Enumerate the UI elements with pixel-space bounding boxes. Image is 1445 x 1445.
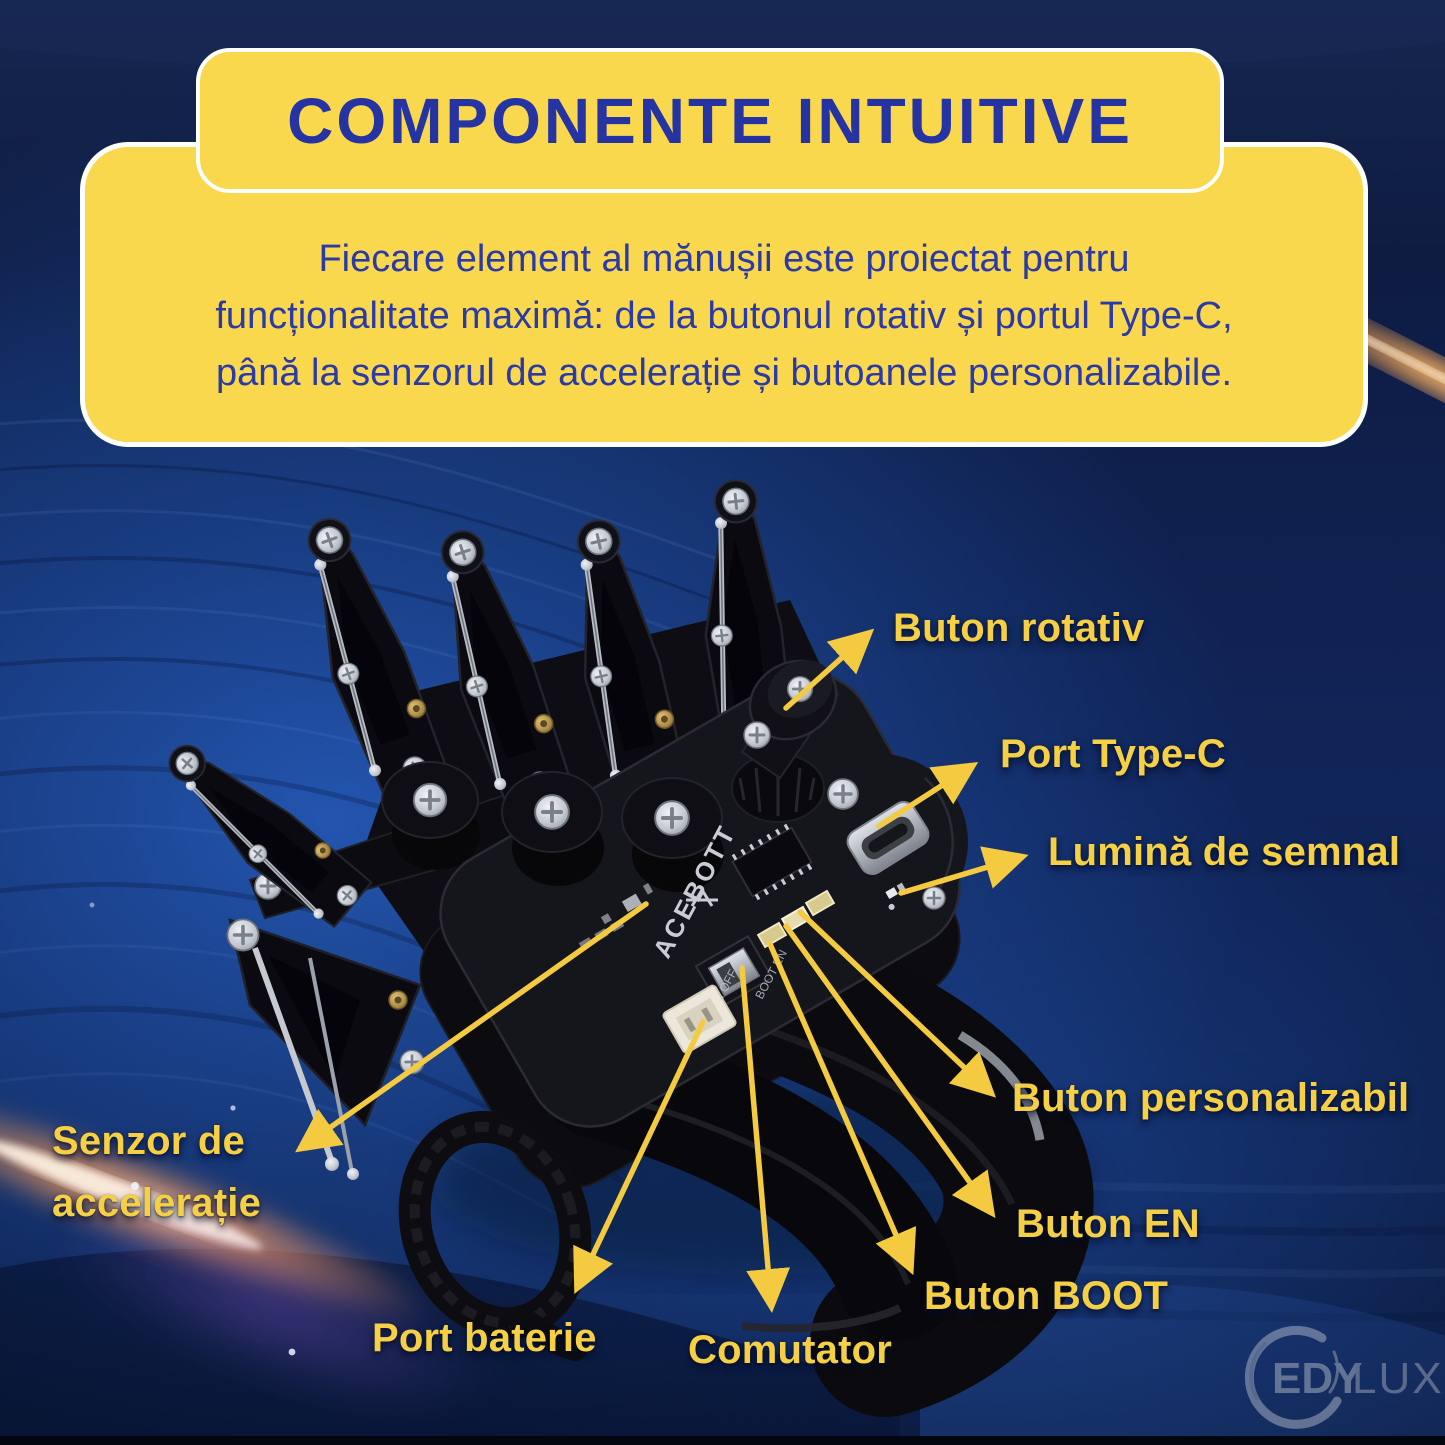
label-senzor-line-2: accelerație (52, 1181, 262, 1225)
bottom-strip (0, 1436, 1445, 1445)
intro-line-3: până la senzorul de accelerație și butoa… (215, 352, 1233, 394)
title-banner: COMPONENTE INTUITIVE (196, 48, 1224, 193)
label-buton-boot: Buton BOOT (924, 1274, 1169, 1318)
logo-text-edy: EDY (1272, 1354, 1362, 1403)
logo-text-lux: LUX (1352, 1354, 1444, 1403)
finger-loop-strap (398, 1110, 592, 1361)
arrow-comutator (739, 965, 791, 1313)
arrow-port-type-c (876, 762, 979, 829)
knuckle-actuators (381, 761, 724, 892)
edylux-logo: EDY LUX (1244, 1325, 1444, 1429)
label-comutator: Comutator (688, 1328, 893, 1372)
arrow-lumina-semnal (898, 846, 1029, 896)
arrow-port-baterie (573, 1019, 706, 1294)
label-senzor-acceleratie: Senzor de accelerație (52, 1110, 261, 1234)
battery-connector (662, 984, 737, 1054)
intro-text: Fiecare element al mănușii este proiecta… (80, 231, 1368, 402)
callout-arrows (295, 628, 1029, 1313)
label-port-type-c: Port Type-C (1000, 732, 1226, 776)
arrow-buton-personalizabil (797, 909, 996, 1098)
label-lumina-semnal: Lumină de semnal (1048, 830, 1401, 874)
page-title: COMPONENTE INTUITIVE (287, 84, 1133, 157)
arrow-buton-en (783, 923, 996, 1218)
label-buton-rotativ: Buton rotativ (893, 606, 1145, 650)
intro-line-2: funcționalitate maximă: de la butonul ro… (215, 295, 1233, 337)
arrow-buton-boot (767, 941, 917, 1276)
type-c-port (846, 801, 930, 875)
label-senzor-line-1: Senzor de (52, 1119, 245, 1163)
arrow-senzor-acceleratie (295, 901, 649, 1153)
label-buton-en: Buton EN (1016, 1202, 1200, 1246)
arrow-buton-rotativ (783, 628, 875, 711)
label-port-baterie: Port baterie (372, 1316, 597, 1360)
lens-flare (0, 1089, 489, 1411)
label-buton-personalizabil: Buton personalizabil (1012, 1076, 1410, 1120)
intro-line-1: Fiecare element al mănușii este proiecta… (318, 238, 1130, 280)
